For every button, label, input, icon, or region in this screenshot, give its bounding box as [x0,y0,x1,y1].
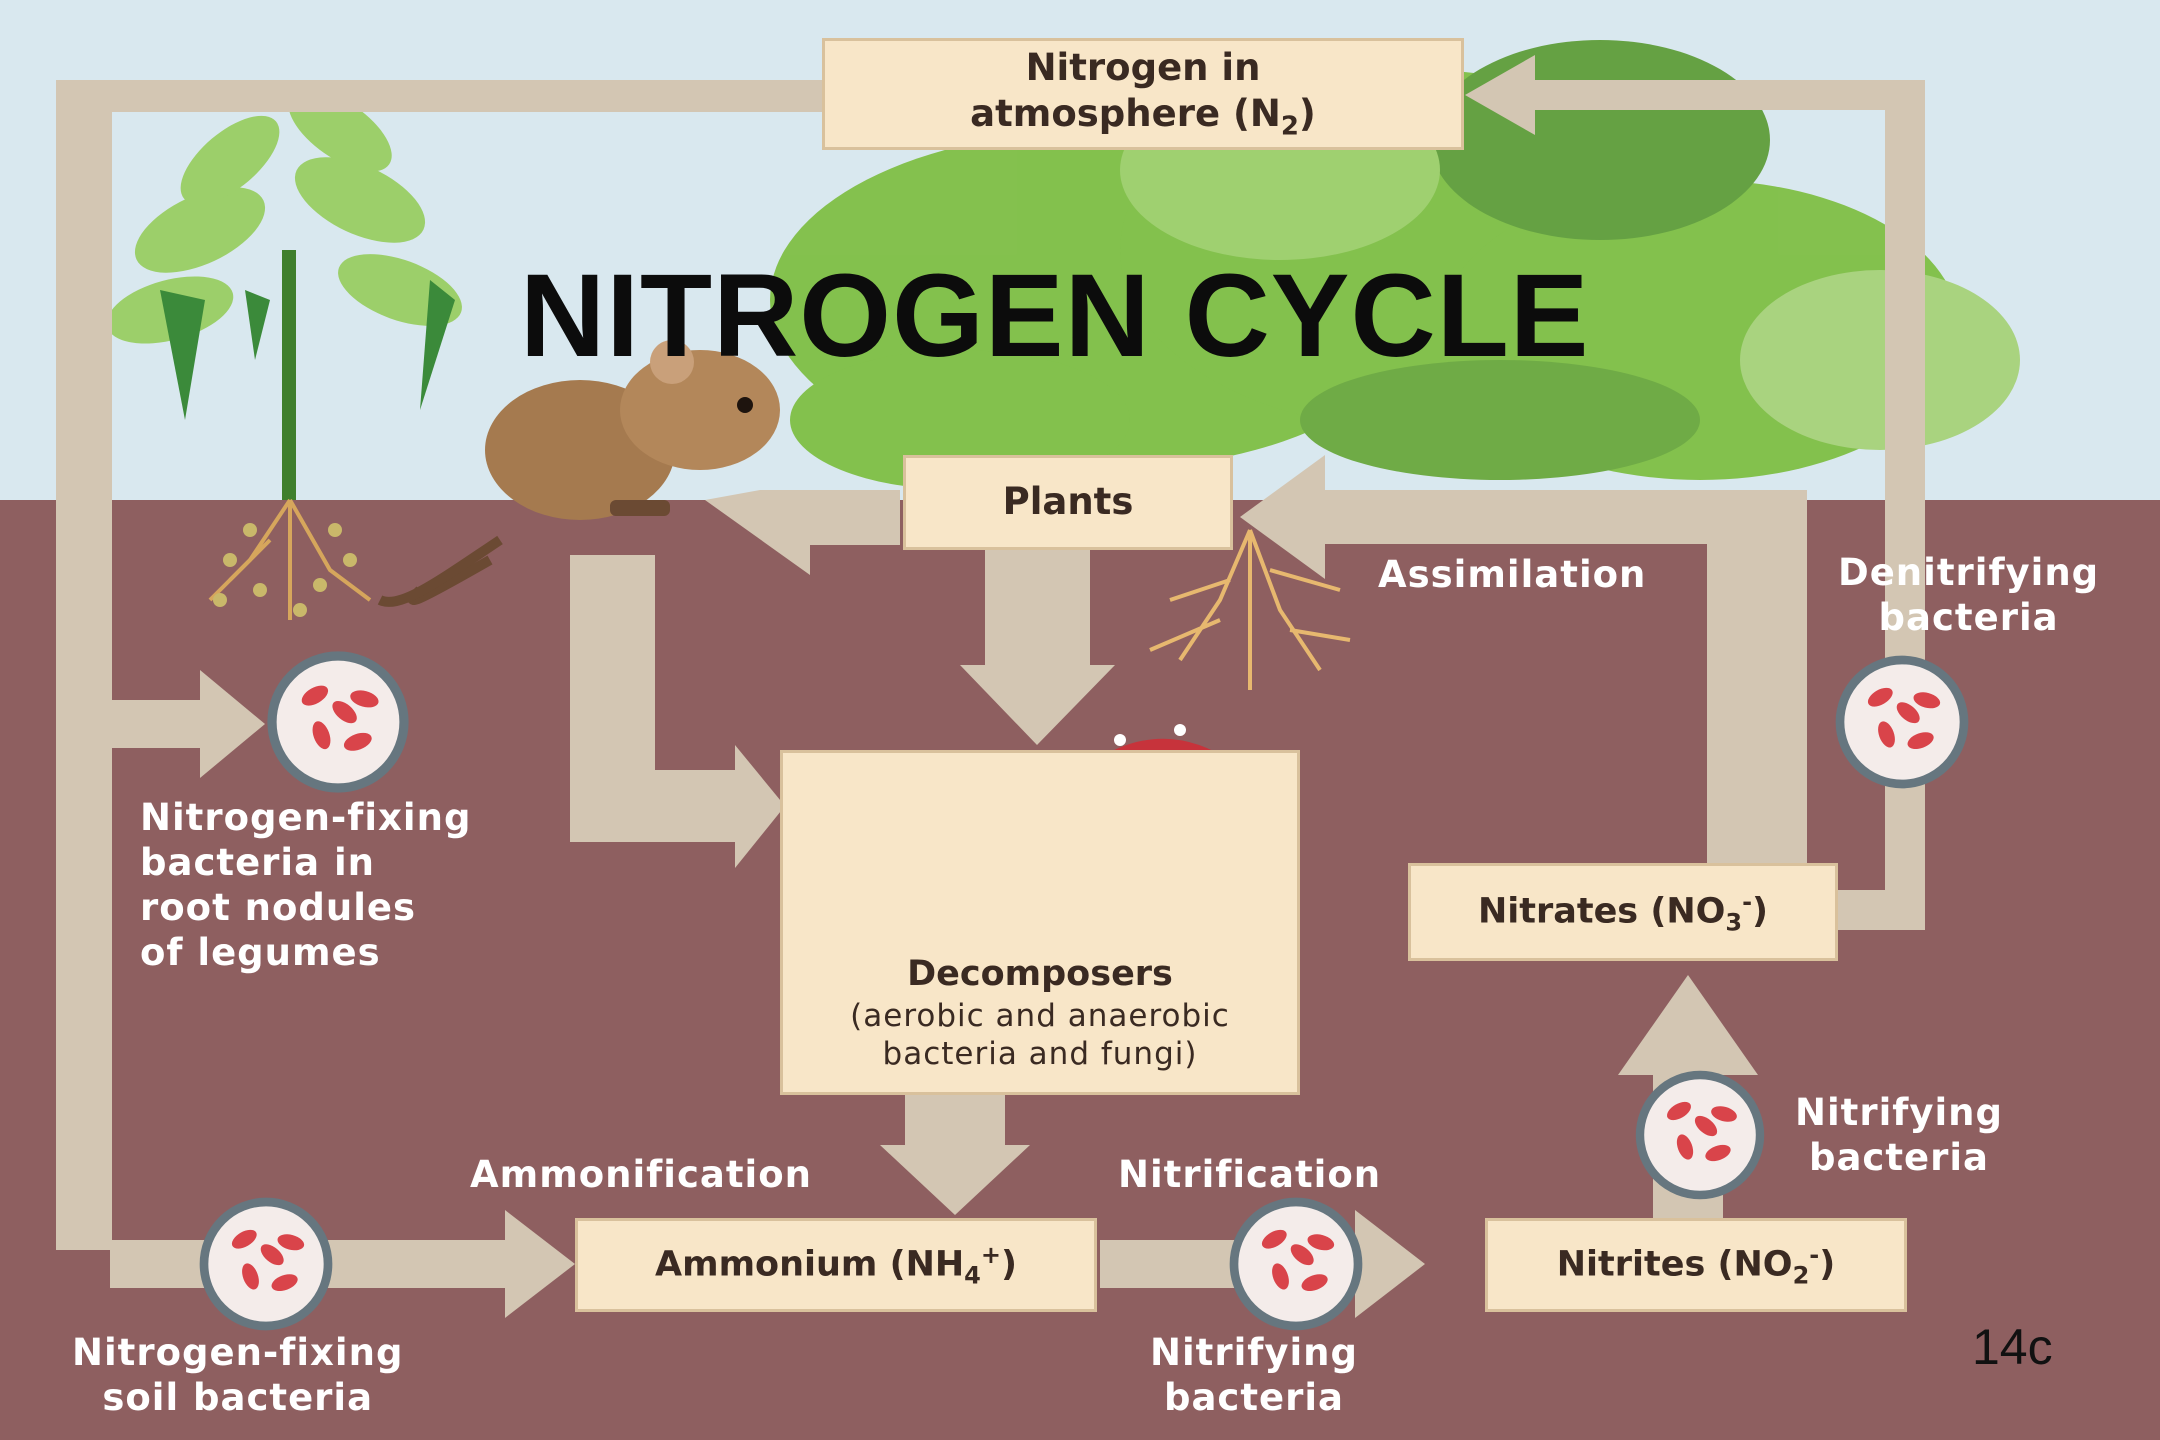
denitrifying-line2: bacteria [1878,596,2059,640]
label-nitrogen-fixing-legumes: Nitrogen-fixing bacteria in root nodules… [140,795,471,976]
node-atmosphere: Nitrogen in atmosphere (N2) [822,38,1464,150]
node-nitrates: Nitrates (NO3-) [1408,863,1838,961]
mouse-icon [377,340,780,607]
label-nitrifying-bacteria-bottom: Nitrifying bacteria [1150,1330,1358,1420]
nitrifying-bottom-line2: bacteria [1163,1376,1345,1420]
decomposers-title: Decomposers [907,953,1173,994]
denitrifying-line1: Denitrifying [1838,551,2100,594]
arrow-to-nitrates-head [1618,975,1758,1075]
node-ammonium: Ammonium (NH4+) [575,1218,1097,1312]
atmosphere-subscript: 2 [1280,111,1299,142]
arrow-animals-down [570,555,655,795]
ammonium-subscript: 4 [964,1261,981,1290]
arrow-to-plants-head [1240,455,1325,579]
nitrites-formula: Nitrites (NO2-) [1557,1240,1835,1291]
nitrates-label: Nitrates (NO [1477,891,1726,932]
arrow-to-legume-bacteria-shaft [110,700,200,748]
arrow-left-vertical [56,80,112,1250]
label-nitrification: Nitrification [1118,1153,1382,1196]
arrow-to-nitrites-head [1355,1210,1425,1318]
arrow-assimilation-vertical [1707,490,1807,870]
nitrites-close: ) [1819,1244,1836,1285]
nitrates-subscript: 3 [1725,908,1743,937]
plant-roots-icon [1149,529,1351,690]
nitrifying-right-line2: bacteria [1808,1136,1990,1180]
fixing-legumes-line2: bacteria in [140,841,375,885]
node-plants-label: Plants [1002,480,1134,524]
slide-number: 14c [1972,1319,2053,1375]
arrow-decomposers-to-ammonium-head [880,1145,1030,1215]
ammonium-superscript: + [980,1240,1001,1269]
fixing-soil-line1: Nitrogen-fixing [72,1331,404,1374]
arrow-to-atmosphere-head [1465,55,1535,135]
ammonium-label: Ammonium (NH [655,1244,965,1285]
node-atmosphere-line2: atmosphere (N2) [970,91,1316,143]
label-denitrifying-bacteria: Denitrifying bacteria [1838,550,2099,640]
page-title: NITROGEN CYCLE [520,250,1590,382]
decomposers-desc-line2: bacteria and fungi) [882,1036,1198,1073]
arrow-animals-to-decomposers-shaft [570,770,740,842]
label-assimilation: Assimilation [1378,553,1647,596]
decomposers-desc-line1: (aerobic and anaerobic [850,997,1230,1034]
bacteria-denitrifying-icon [1835,655,1969,789]
label-ammonification: Ammonification [470,1153,812,1196]
label-nitrifying-bacteria-right: Nitrifying bacteria [1795,1090,2003,1180]
arrow-plants-to-animals [705,490,900,575]
cycle-arrows [56,55,1925,1318]
node-decomposers: Decomposers (aerobic and anaerobic bacte… [780,750,1300,1095]
fixing-legumes-line1: Nitrogen-fixing [140,796,472,839]
nitrifying-bottom-line1: Nitrifying [1150,1331,1358,1374]
nitrifying-right-line1: Nitrifying [1795,1091,2003,1134]
nitrites-label: Nitrites (NO [1556,1244,1793,1285]
ammonium-formula: Ammonium (NH4+) [655,1240,1017,1291]
arrow-to-legume-bacteria-head [200,670,265,778]
nitrates-close: ) [1752,891,1769,932]
label-nitrogen-fixing-soil: Nitrogen-fixing soil bacteria [72,1330,403,1420]
bacteria-soil-icon [199,1197,333,1331]
arrow-atmosphere-left [56,80,826,112]
arrow-animals-to-decomposers-head [735,745,785,868]
fixing-legumes-line4: of legumes [140,931,381,975]
node-plants: Plants [903,455,1233,550]
fixing-legumes-line3: root nodules [140,886,417,930]
arrow-plants-to-decomposers-head [960,665,1115,745]
arrow-to-atmosphere-shaft [1530,80,1925,110]
arrow-plants-to-decomposers-shaft [985,550,1090,670]
arrow-decomposers-to-ammonium-shaft [905,1095,1005,1150]
ammonium-close: ) [1000,1244,1017,1285]
arrow-denitrifying-vertical [1885,80,1925,930]
node-nitrites: Nitrites (NO2-) [1485,1218,1907,1312]
bacteria-legume-icon [267,651,409,793]
nitrites-subscript: 2 [1792,1261,1810,1290]
nitrates-superscript: - [1742,887,1753,916]
arrow-to-ammonium-head [505,1210,575,1318]
bacteria-nitrifying-right-icon [1635,1070,1765,1200]
bacteria-nitrifying-bottom-icon [1229,1197,1363,1331]
atmosphere-label: atmosphere (N [970,92,1281,136]
atmosphere-close: ) [1298,92,1316,136]
arrow-assimilation-horizontal [1320,490,1807,544]
nitrates-formula: Nitrates (NO3-) [1478,887,1768,938]
node-atmosphere-line1: Nitrogen in [1025,45,1261,89]
fixing-soil-line2: soil bacteria [102,1376,374,1420]
nitrites-superscript: - [1809,1240,1820,1269]
